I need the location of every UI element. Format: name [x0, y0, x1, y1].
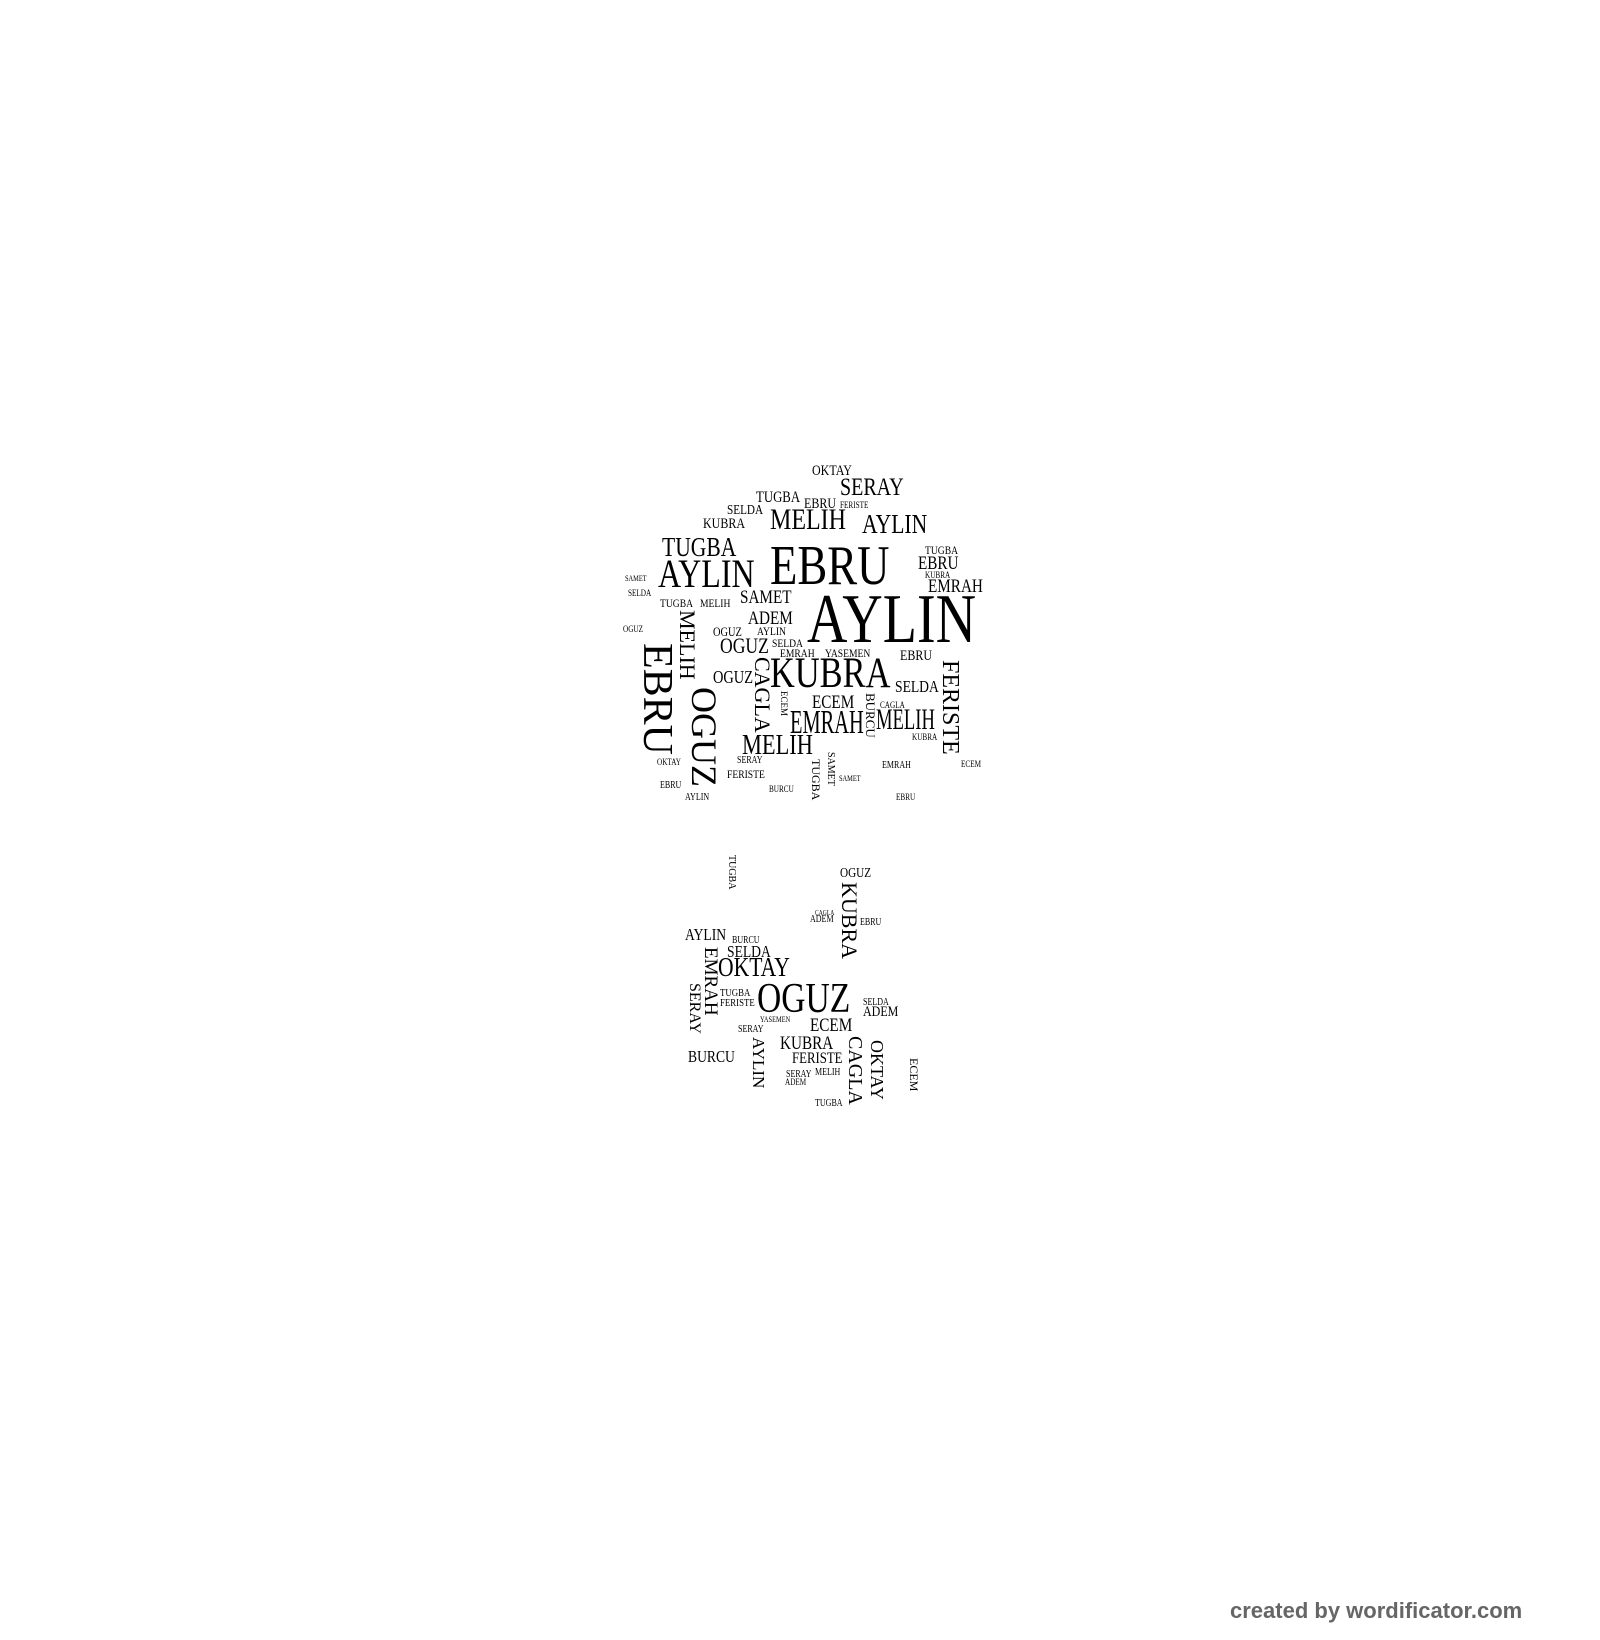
word: ECEM: [779, 691, 789, 717]
word: ECEM: [810, 1015, 853, 1036]
word: AYLIN: [757, 624, 786, 638]
word: ADEM: [810, 914, 834, 925]
word: MELIH: [876, 703, 935, 736]
word: BURCU: [732, 935, 760, 946]
word: OGUZ: [713, 667, 753, 687]
word: TUGBA: [925, 543, 959, 557]
word: AYLIN: [807, 581, 977, 658]
word: KUBRA: [837, 882, 862, 960]
word: FERISTE: [792, 1050, 843, 1067]
word: SELDA: [895, 677, 939, 696]
word: ADEM: [863, 1004, 899, 1020]
word: EBRU: [634, 643, 680, 756]
word: TUGBA: [809, 759, 823, 801]
word: SERAY: [686, 983, 703, 1034]
word: FERISTE: [840, 500, 869, 510]
word: TUGBA: [662, 532, 737, 562]
word: SERAY: [840, 474, 904, 501]
word: KUBRA: [703, 516, 746, 532]
word: MELIH: [770, 503, 846, 536]
word: OKTAY: [718, 952, 790, 982]
word: EBRU: [896, 792, 916, 802]
word: ADEM: [785, 1077, 807, 1087]
word: EMRAH: [928, 576, 983, 597]
word: EBRU: [804, 496, 837, 512]
word: SAMET: [740, 587, 792, 608]
word: EBRU: [900, 648, 933, 664]
word: SELDA: [772, 636, 803, 650]
word: CAGLA: [880, 700, 905, 710]
word: KUBRA: [925, 570, 951, 580]
word: MELIH: [815, 1067, 841, 1078]
word: FERISTE: [937, 660, 963, 755]
word: EBRU: [918, 553, 959, 574]
word: EMRAH: [700, 947, 721, 1016]
word: EBRU: [770, 535, 890, 597]
word: OGUZ: [720, 633, 769, 658]
word: ADEM: [748, 608, 793, 629]
word: SERAY: [737, 755, 763, 766]
word: OGUZ: [757, 976, 851, 1022]
word: BURCU: [769, 784, 794, 794]
word: ECEM: [812, 692, 855, 713]
word: ECEM: [961, 759, 982, 769]
word: SERAY: [738, 1024, 764, 1035]
word: MELIH: [700, 596, 731, 610]
word: EMRAH: [790, 704, 864, 741]
word: YASEMEN: [825, 646, 871, 660]
word: OGUZ: [684, 687, 724, 787]
word: KUBRA: [770, 650, 891, 697]
word: TUGBA: [815, 1098, 843, 1109]
word: TUGBA: [720, 987, 751, 999]
word: OKTAY: [657, 757, 681, 767]
word: OGUZ: [713, 624, 742, 639]
word: AYLIN: [685, 925, 727, 944]
word: ECEM: [907, 1058, 921, 1092]
watermark-credit: created by wordificator.com: [1230, 1598, 1523, 1623]
word: BURCU: [863, 693, 878, 738]
word: KUBRA: [912, 732, 938, 742]
word: OGUZ: [840, 866, 872, 881]
word: MELIH: [742, 730, 813, 761]
word: SAMET: [825, 752, 836, 786]
word: YASEMEN: [760, 1015, 791, 1024]
word: CAGLA: [844, 1036, 866, 1105]
word: OGUZ: [623, 624, 643, 634]
word: CAGLA: [750, 657, 775, 733]
word: SAMET: [839, 774, 861, 783]
word: EBRU: [660, 780, 682, 791]
word: EMRAH: [882, 760, 911, 771]
word: MELIH: [675, 610, 700, 680]
word: EBRU: [860, 917, 882, 928]
word: TUGBA: [660, 596, 694, 610]
word: TUGBA: [726, 855, 737, 890]
word: CAGLA: [815, 909, 835, 917]
word: SELDA: [628, 588, 652, 598]
word: AYLIN: [658, 551, 755, 596]
word: TUGBA: [756, 489, 801, 506]
word: EMRAH: [780, 646, 815, 660]
word: AYLIN: [685, 792, 710, 803]
word: SELDA: [863, 997, 889, 1008]
word: FERISTE: [727, 767, 765, 781]
word: AYLIN: [749, 1037, 768, 1089]
word: SERAY: [786, 1069, 812, 1080]
word: SELDA: [727, 503, 764, 518]
word: BURCU: [688, 1047, 735, 1066]
word: OKTAY: [812, 463, 852, 479]
word: FERISTE: [720, 997, 755, 1009]
word: KUBRA: [780, 1033, 834, 1054]
word: SELDA: [727, 942, 771, 961]
word: OKTAY: [867, 1040, 887, 1100]
word: SAMET: [625, 574, 647, 583]
word: AYLIN: [862, 509, 928, 539]
